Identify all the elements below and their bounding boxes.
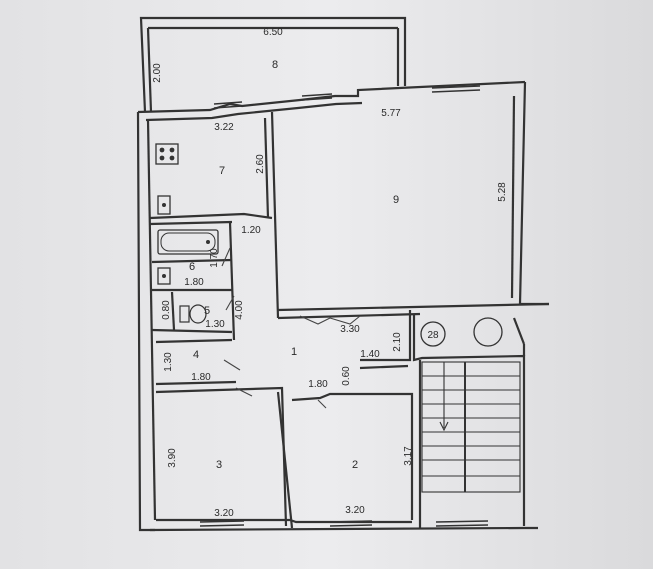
dim-room2-depth: 3.17 bbox=[403, 446, 414, 466]
room2-wall bbox=[291, 392, 414, 520]
door-swings bbox=[221, 247, 361, 409]
dim-corridor-upper: 1.20 bbox=[241, 225, 261, 236]
dim-wc-depth: 0.80 bbox=[161, 300, 172, 320]
dim-hall-lower-depth: 0.60 bbox=[341, 366, 352, 386]
room-label-8: 8 bbox=[272, 59, 278, 71]
dim-hall-step-width: 1.40 bbox=[360, 349, 380, 360]
dim-bath-depth: 1.70 bbox=[209, 248, 220, 268]
dim-wc-width: 1.30 bbox=[205, 319, 225, 330]
room-label-3: 3 bbox=[216, 459, 222, 471]
stairwell-wall bbox=[412, 314, 526, 526]
stove-icon bbox=[155, 143, 179, 165]
room-label-1: 1 bbox=[291, 346, 297, 358]
room-label-6: 6 bbox=[189, 261, 195, 273]
dim-room3-depth: 3.90 bbox=[167, 448, 178, 468]
staircase bbox=[421, 361, 521, 493]
kitchen-sink-icon bbox=[157, 195, 171, 215]
dimension-labels: 6.50 2.00 3.22 2.60 5.77 5.28 1.20 1.70 … bbox=[152, 27, 508, 519]
windows bbox=[199, 85, 489, 527]
dim-kitchen-width: 3.22 bbox=[214, 122, 234, 133]
dim-hall-length: 4.00 bbox=[234, 300, 245, 320]
balcony-wall bbox=[139, 16, 407, 113]
kitchen-living-partition bbox=[270, 111, 280, 319]
room-label-7: 7 bbox=[219, 165, 225, 177]
toilet-icon bbox=[179, 304, 207, 324]
dim-hall-lower-width: 1.80 bbox=[308, 379, 328, 390]
dim-kitchen-depth: 2.60 bbox=[255, 154, 266, 174]
stair-shaft-circle bbox=[473, 317, 503, 347]
room-labels: 8 7 9 6 5 4 1 3 2 bbox=[189, 59, 399, 471]
south-wall bbox=[149, 526, 538, 532]
dim-room2-width: 3.20 bbox=[345, 505, 365, 516]
room-label-5: 5 bbox=[204, 305, 210, 317]
living-south-wall bbox=[277, 302, 550, 312]
dim-hall-step-depth: 2.10 bbox=[392, 332, 403, 352]
walls bbox=[136, 16, 550, 532]
room-label-4: 4 bbox=[193, 349, 199, 361]
dim-balcony-depth: 2.00 bbox=[152, 63, 163, 83]
washbasin-icon bbox=[157, 267, 171, 285]
dim-living-width: 5.77 bbox=[381, 108, 401, 119]
dim-room3-width: 3.20 bbox=[214, 508, 234, 519]
balcony-inner-wall bbox=[146, 27, 153, 113]
room3-wall bbox=[155, 386, 288, 527]
stair-badge-circle bbox=[420, 321, 446, 347]
dim-living-depth: 5.28 bbox=[497, 182, 508, 202]
stair-badge-label: 28 bbox=[427, 330, 439, 341]
room-label-2: 2 bbox=[352, 459, 358, 471]
dim-balcony-width: 6.50 bbox=[263, 27, 283, 38]
bathtub-icon bbox=[157, 229, 219, 255]
room-label-9: 9 bbox=[393, 194, 399, 206]
dim-pantry-width: 1.80 bbox=[191, 372, 211, 383]
dim-hall-width-top: 3.30 bbox=[340, 324, 360, 335]
dim-pantry-depth: 1.30 bbox=[163, 352, 174, 372]
dim-bath-width: 1.80 bbox=[184, 277, 204, 288]
